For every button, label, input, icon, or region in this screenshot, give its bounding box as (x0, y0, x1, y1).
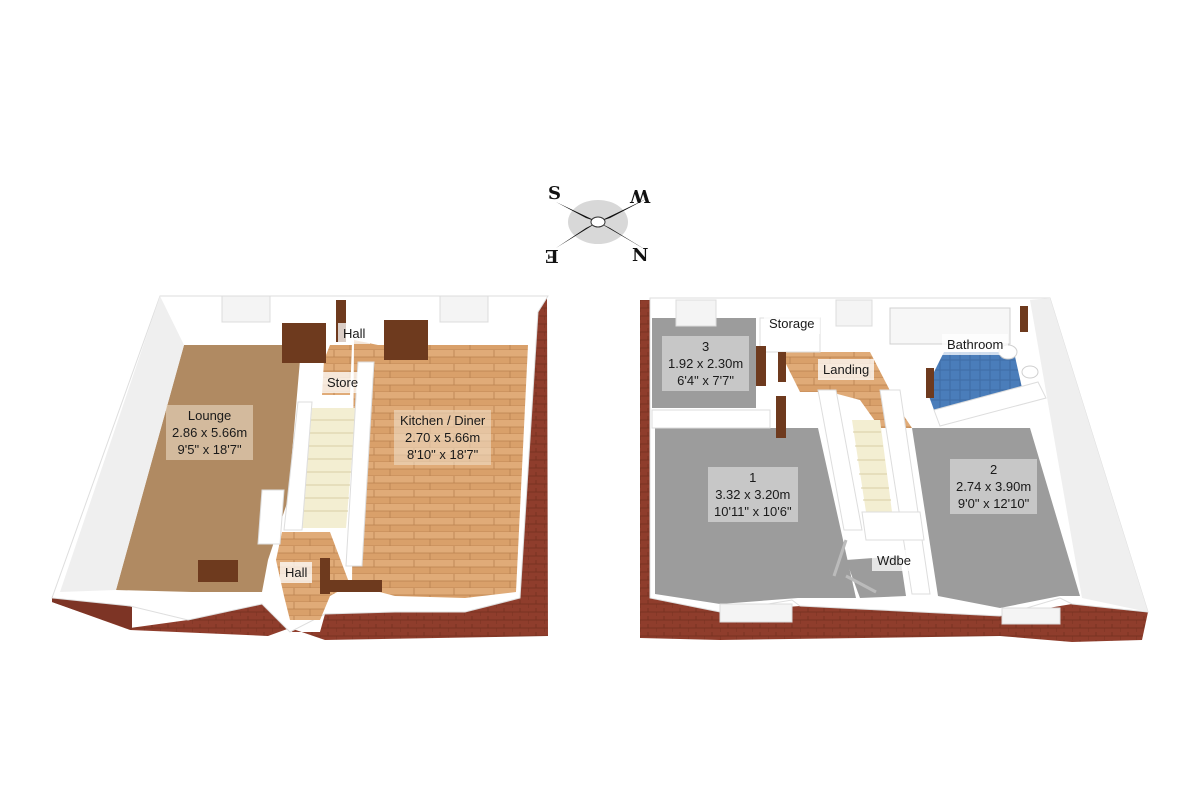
bathroom-door (926, 368, 934, 398)
kitchen-floor (352, 340, 528, 598)
kitchen-label: Kitchen / Diner 2.70 x 5.66m 8'10" x 18'… (394, 410, 492, 465)
compass-west-label: W (630, 185, 651, 206)
compass-south-label: S (548, 183, 561, 204)
basin (1021, 365, 1039, 379)
first-floor-stairs (852, 420, 892, 512)
wardrobe-door-right (845, 574, 877, 594)
hall-floor (276, 532, 350, 620)
ground-window-1 (221, 295, 271, 323)
bedroom1-name: 1 (749, 470, 757, 485)
compass-east-label: E (545, 245, 559, 266)
wardrobe-label: Wdbe (872, 550, 916, 571)
kitchen-door (384, 320, 428, 360)
bedroom1-imperial: 10'11" x 10'6" (714, 504, 792, 519)
lounge-door (282, 323, 326, 363)
compass-rose (556, 198, 648, 250)
first-floor-brick-base (640, 300, 1148, 642)
compass-north-label: N (632, 245, 649, 266)
ground-floor-stairs (302, 408, 356, 528)
storage-label: Storage (764, 313, 820, 334)
kitchen-metric: 2.70 x 5.66m (405, 430, 481, 445)
bedroom2-metric: 2.74 x 3.90m (956, 479, 1032, 494)
kitchen-imperial: 8'10" x 18'7" (406, 447, 479, 462)
hall-door (336, 300, 346, 342)
first-window-1 (675, 299, 717, 327)
bedroom1-metric: 3.32 x 3.20m (715, 487, 791, 502)
hall-front-door (320, 558, 330, 594)
stair-wall-right (345, 361, 375, 567)
store-label: Store (322, 372, 364, 393)
bathroom-door-2 (1020, 306, 1028, 332)
wardrobe-door-left (832, 539, 848, 577)
bedroom3-metric: 1.92 x 2.30m (668, 356, 744, 371)
bedroom1-label: 1 3.32 x 3.20m 10'11" x 10'6" (708, 467, 798, 522)
bathroom-label: Bathroom (942, 334, 1009, 355)
first-window-4 (1001, 607, 1061, 625)
lounge-imperial: 9'5" x 18'7" (177, 442, 242, 457)
hall-partition (257, 489, 285, 545)
wall-bath-bed2 (933, 381, 1047, 427)
lounge-name: Lounge (187, 408, 232, 423)
wall-wardrobe (861, 511, 925, 541)
lounge-metric: 2.86 x 5.66m (172, 425, 248, 440)
wall-bed3-bed1 (651, 409, 771, 429)
lounge-label: Lounge 2.86 x 5.66m 9'5" x 18'7" (166, 405, 254, 460)
bedroom2-right-wall-face (1030, 298, 1148, 612)
hall-upper-label: Hall (338, 323, 371, 344)
bedroom2-label: 2 2.74 x 3.90m 9'0" x 12'10" (950, 459, 1038, 514)
bedroom2-imperial: 9'0" x 12'10" (957, 496, 1030, 511)
bathroom-floor (926, 352, 1022, 410)
kitchen-name: Kitchen / Diner (400, 413, 486, 428)
stair-wall-left (283, 401, 313, 531)
bedroom3-name: 3 (701, 339, 710, 354)
landing-floor (780, 352, 912, 428)
lounge-left-wall-face (60, 296, 184, 592)
bedroom1-door (776, 396, 786, 438)
bedroom3-door (756, 346, 766, 386)
bedroom2-name: 2 (989, 462, 998, 477)
lounge-front-door (198, 560, 238, 582)
landing-label: Landing (818, 359, 875, 380)
ground-floor-plan (51, 295, 549, 640)
bedroom3-imperial: 6'4" x 7'7" (677, 373, 734, 388)
first-window-2 (835, 299, 873, 327)
storage-door (778, 352, 786, 382)
store-door (330, 580, 382, 592)
hall-lower-label: Hall (280, 562, 313, 583)
wall-landing-left (817, 389, 863, 531)
bedroom3-label: 3 1.92 x 2.30m 6'4" x 7'7" (662, 336, 750, 391)
first-window-3 (719, 603, 793, 623)
ground-window-2 (439, 295, 489, 323)
